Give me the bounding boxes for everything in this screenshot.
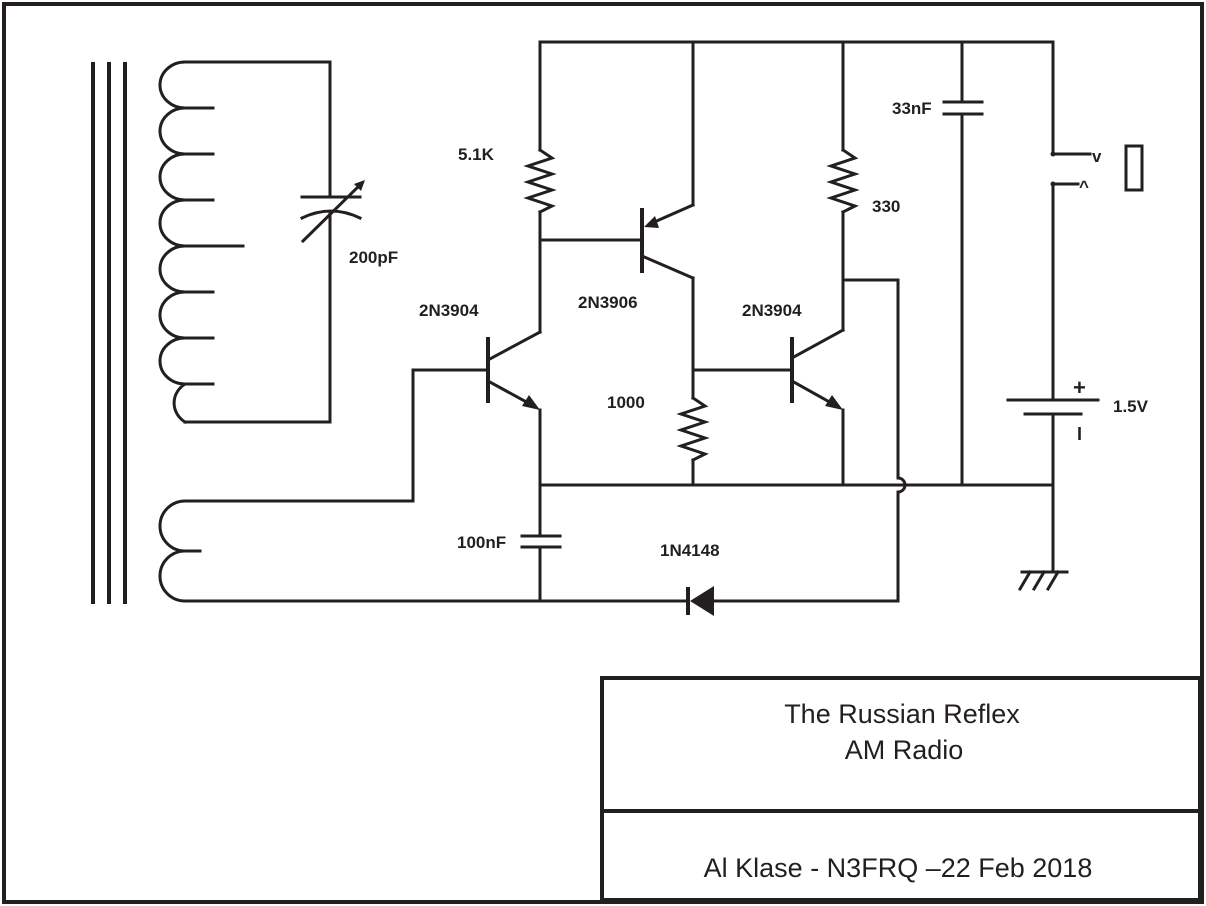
capacitor-100nf [520, 483, 562, 603]
label-r-330: 330 [872, 197, 900, 216]
transistor-q3-npn [691, 327, 846, 487]
label-c-100n: 100nF [457, 533, 506, 552]
label-c-bypass: 33nF [892, 99, 932, 118]
label-q3: 2N3904 [742, 301, 802, 320]
jack-ring-mark: ^ [1079, 177, 1089, 196]
title-line-2: AM Radio [845, 735, 964, 765]
transistor-q2-pnp [538, 40, 695, 372]
antenna-coil-primary [158, 60, 332, 425]
label-r-base: 5.1K [458, 145, 495, 164]
label-c-tune: 200pF [349, 248, 398, 267]
resistor-330 [826, 40, 900, 332]
battery-1v5: + I [1006, 231, 1100, 487]
label-battery: 1.5V [1113, 397, 1149, 416]
antenna-coil-secondary [158, 368, 542, 603]
label-r-1000: 1000 [607, 393, 645, 412]
resistor-5k1 [523, 40, 557, 242]
ferrite-core [91, 62, 127, 604]
battery-minus-mark: I [1077, 424, 1082, 444]
label-q2: 2N3906 [578, 293, 638, 312]
title-block: The Russian Reflex AM Radio Al Klase - N… [600, 676, 1202, 902]
title-line-1: The Russian Reflex [784, 699, 1020, 729]
earphone-jack: v ^ [1050, 40, 1144, 235]
resistor-1000 [676, 368, 710, 487]
jack-tip-mark: v [1092, 147, 1102, 166]
diode-1n4148 [538, 278, 907, 616]
author-line: Al Klase - N3FRQ –22 Feb 2018 [704, 853, 1093, 883]
capacitor-33nf [942, 40, 984, 487]
variable-capacitor-200pf [299, 60, 365, 424]
battery-plus-mark: + [1073, 375, 1086, 400]
transistor-q1-npn [411, 238, 543, 487]
ground-symbol [1017, 483, 1069, 592]
label-q1: 2N3904 [419, 301, 479, 320]
label-diode: 1N4148 [660, 541, 720, 560]
